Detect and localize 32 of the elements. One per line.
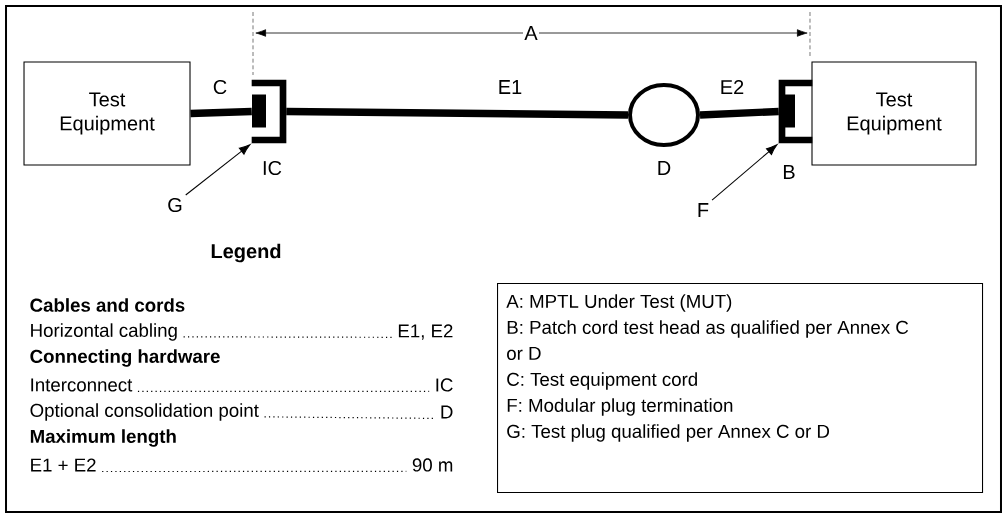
legend-entry: Horizontal cabling [31,323,177,341]
consolidation-point-circle [628,83,700,147]
edge-label: C [211,78,229,96]
key-panel: A: MPTL Under Test (MUT) B: Patch cord test head as qualified per Annex C or D C: Test equipment cord F: Modular plug termination G: Test plug qualified per Annex C or D [497,283,984,494]
part-letter: B [783,165,795,179]
equipment-box: Test Equipment [811,61,977,166]
edge-label: E1 [496,78,524,96]
callout-letter: F [698,203,709,217]
connector-drawing [251,79,287,144]
legend-entry: E1 + E2 [31,458,96,472]
legend-value: E1, E2 [398,324,453,340]
legend-group-heading: Cables and cords [30,298,185,312]
leader-arrow [711,144,778,201]
legend-value: 90 m [412,458,453,472]
legend-group-heading: Maximum length [30,429,176,447]
equipment-box: Test Equipment [23,61,191,166]
dot-leader [137,390,430,393]
legend-value: IC [436,378,453,392]
leader-arrow [185,144,251,196]
legend-group-heading: Connecting hardware [30,349,220,367]
legend-heading: Legend [211,243,281,263]
callout-letter: G [168,197,182,213]
legend-entry: Interconnect [31,378,133,392]
dimension-letter: A [523,24,539,42]
part-letter: D [658,161,671,175]
edge-label: E2 [718,78,746,96]
cable [699,107,779,119]
legend-entry: Optional consolidation point [30,403,259,421]
dot-leader [101,470,407,473]
connector-drawing [778,79,813,144]
legend-value: D [441,405,453,419]
part-letter: IC [263,160,282,176]
